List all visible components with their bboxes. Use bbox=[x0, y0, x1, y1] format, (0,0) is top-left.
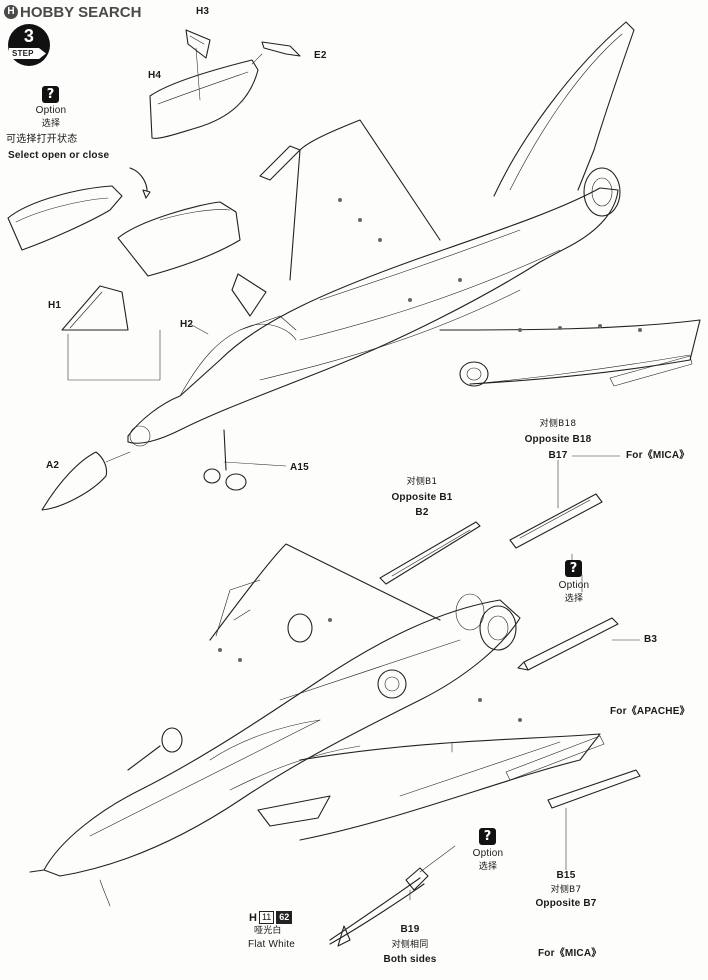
option-desc-cn: 可选择打开状态 bbox=[6, 134, 78, 145]
canopy-open-part bbox=[7, 167, 151, 251]
part-label-a15: A15 bbox=[290, 462, 309, 473]
step-badge: 3 STEP bbox=[6, 22, 52, 68]
step-label: STEP bbox=[12, 49, 34, 58]
question-icon: ? bbox=[565, 560, 582, 577]
step-badge-icon bbox=[8, 24, 50, 66]
part-label-b19: B19 bbox=[400, 924, 420, 935]
aircraft-top-view bbox=[127, 21, 701, 491]
opposite-b1-en: Opposite B1 bbox=[391, 492, 453, 503]
question-icon: ? bbox=[479, 828, 496, 845]
part-label-b15: B15 bbox=[556, 870, 576, 881]
part-label-h2: H2 bbox=[180, 319, 194, 330]
opposite-b18-en: Opposite B18 bbox=[524, 434, 592, 445]
canopy-part-e2 bbox=[261, 41, 301, 57]
rail-part-b15 bbox=[547, 769, 641, 871]
option-mid-title: Option bbox=[558, 580, 590, 591]
missile-part-b19 bbox=[329, 845, 456, 947]
part-label-b17: B17 bbox=[548, 450, 568, 461]
part-label-b3: B3 bbox=[644, 634, 658, 645]
opposite-b7-en: Opposite B7 bbox=[535, 898, 597, 909]
option-low-subtitle-cn: 选择 bbox=[478, 862, 498, 872]
both-sides-cn: 对侧相同 bbox=[391, 940, 429, 950]
watermark-logo-icon: H bbox=[4, 5, 18, 19]
option-subtitle-cn: 选择 bbox=[41, 119, 61, 129]
step-number: 3 bbox=[23, 26, 35, 46]
paint-callout: H 11 62 bbox=[249, 911, 293, 924]
hobby-search-watermark: H HOBBY SEARCH bbox=[4, 3, 142, 21]
part-label-b2: B2 bbox=[415, 507, 429, 518]
part-label-h3: H3 bbox=[196, 6, 210, 17]
nose-cone-part-a2 bbox=[41, 451, 131, 511]
option-low-title: Option bbox=[472, 848, 504, 859]
paint-name-cn: 哑光白 bbox=[254, 926, 282, 936]
rail-part-b2 bbox=[379, 521, 481, 585]
watermark-text: HOBBY SEARCH bbox=[20, 3, 142, 21]
part-label-h4: H4 bbox=[148, 70, 162, 81]
part-label-a2: A2 bbox=[46, 460, 60, 471]
canopy-part-h3 bbox=[185, 29, 211, 59]
for-mica-top: For《MICA》 bbox=[626, 450, 690, 461]
paint-code-2: 62 bbox=[276, 911, 293, 924]
paint-code-1: 11 bbox=[258, 911, 275, 924]
option-desc-en: Select open or close bbox=[8, 150, 110, 161]
paint-part-letter: H bbox=[249, 911, 257, 924]
canopy-closed-part bbox=[117, 201, 241, 277]
rail-part-b17 bbox=[509, 455, 621, 549]
part-label-e2: E2 bbox=[314, 50, 327, 61]
windscreen-part-h1 bbox=[61, 285, 161, 381]
paint-name-en: Flat White bbox=[248, 939, 296, 950]
opposite-b1-cn: 对侧B1 bbox=[406, 477, 438, 487]
question-icon: ? bbox=[42, 86, 59, 103]
opposite-b7-cn: 对侧B7 bbox=[550, 885, 582, 895]
part-label-h1: H1 bbox=[48, 300, 62, 311]
both-sides-en: Both sides bbox=[383, 954, 437, 965]
opposite-b18-cn: 对侧B18 bbox=[539, 419, 577, 429]
aircraft-bottom-view bbox=[29, 543, 605, 907]
for-apache: For《APACHE》 bbox=[610, 706, 690, 717]
for-mica-bottom: For《MICA》 bbox=[538, 948, 602, 959]
option-mid-subtitle-cn: 选择 bbox=[564, 594, 584, 604]
canopy-part-h4 bbox=[149, 47, 263, 139]
option-title: Option bbox=[35, 105, 67, 116]
